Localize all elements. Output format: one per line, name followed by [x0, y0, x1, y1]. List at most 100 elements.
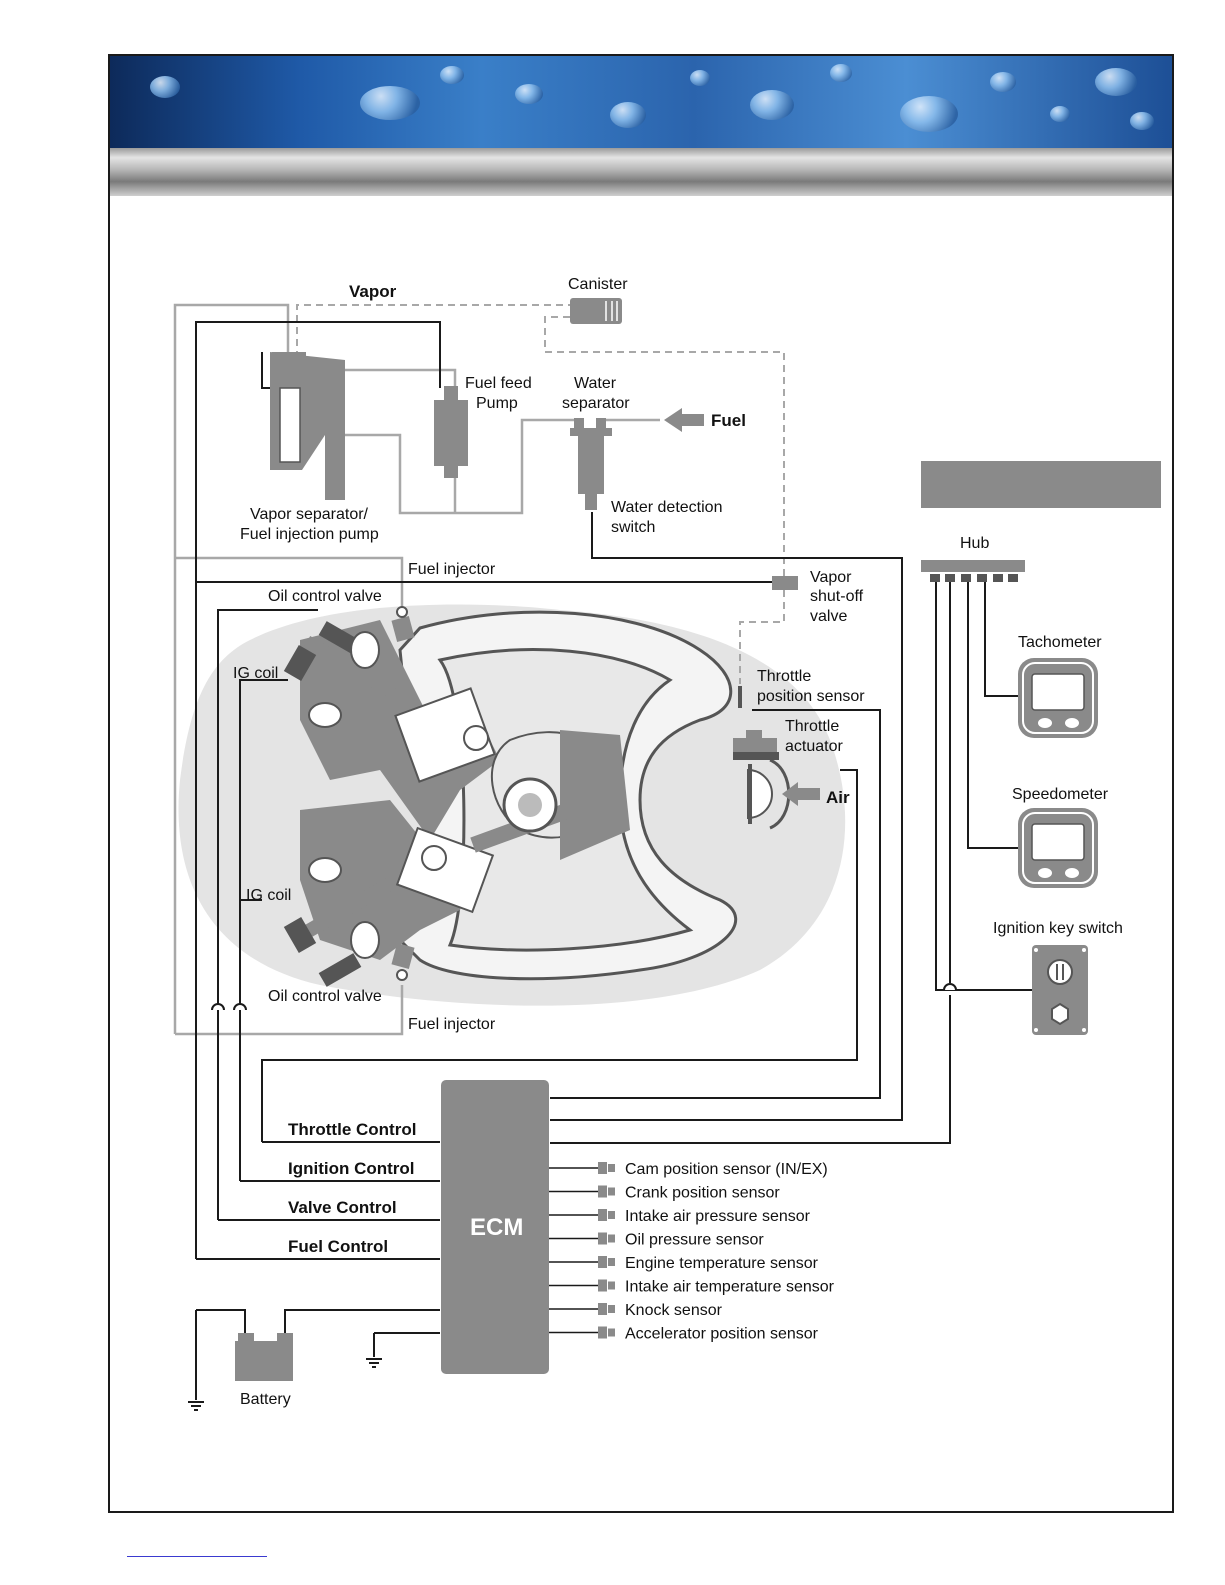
sensor-connector-icon	[608, 1164, 615, 1172]
water-drop	[150, 76, 180, 98]
sensor-row: Cam position sensor (IN/EX)	[549, 1161, 828, 1178]
vapor-shutoff-valve-label: shut-off	[810, 588, 864, 605]
speedometer-label: Speedometer	[1012, 786, 1109, 803]
throttle-position-sensor-label: position sensor	[757, 688, 865, 705]
hub-bar	[921, 560, 1025, 572]
ecm-box	[441, 1080, 549, 1374]
sensor-label: Accelerator position sensor	[625, 1326, 819, 1343]
vapor-shutoff-valve-icon	[772, 576, 798, 590]
wire-crossovers	[211, 983, 957, 1011]
sensor-connector-icon	[598, 1162, 607, 1174]
fuel-feed-pump-icon	[434, 386, 468, 478]
water-separator-label: separator	[562, 395, 630, 412]
sensor-connector-icon	[608, 1211, 615, 1219]
header-banner	[110, 56, 1172, 148]
air-arrow-icon	[782, 782, 820, 806]
fuel-feed-pump-label: Fuel feed	[465, 375, 532, 392]
throttle-actuator-label: actuator	[785, 738, 843, 755]
engine-cross-section-icon	[283, 606, 738, 987]
sensor-connector-icon	[598, 1326, 607, 1339]
vapor-separator-icon	[270, 352, 345, 500]
water-drop	[830, 64, 852, 82]
speedometer-icon	[1018, 808, 1098, 888]
control-wiring	[195, 321, 1032, 1400]
sensor-row: Intake air temperature sensor	[549, 1279, 835, 1296]
sensor-label: Intake air pressure sensor	[625, 1208, 811, 1225]
vapor-separator-label: Vapor separator/	[250, 506, 369, 523]
valve-control-label: Valve Control	[288, 1198, 397, 1217]
water-drop	[990, 72, 1016, 92]
water-drop	[1130, 112, 1154, 130]
vapor-label: Vapor	[349, 282, 397, 301]
sensor-label: Oil pressure sensor	[625, 1232, 764, 1249]
fuel-feed-pump-label: Pump	[476, 395, 518, 412]
fuel-control-label: Fuel Control	[288, 1237, 388, 1256]
hub-label: Hub	[960, 535, 989, 552]
battery-icon	[235, 1333, 293, 1381]
sensor-connector-icon	[608, 1234, 615, 1243]
fuel-label: Fuel	[711, 411, 746, 430]
sensor-connector-icon	[598, 1303, 607, 1315]
ignition-control-label: Ignition Control	[288, 1159, 415, 1178]
water-drop	[1050, 106, 1070, 122]
sensor-list: Cam position sensor (IN/EX) Crank positio…	[549, 1161, 835, 1343]
water-drop	[610, 102, 646, 128]
water-drop	[360, 86, 420, 120]
tachometer-icon	[1018, 658, 1098, 738]
sensor-row: Intake air pressure sensor	[549, 1208, 811, 1225]
sensor-row: Oil pressure sensor	[549, 1232, 764, 1249]
water-drop	[1095, 68, 1137, 96]
sensor-label: Crank position sensor	[625, 1185, 780, 1202]
vapor-lines	[296, 304, 785, 684]
oil-control-valve-bottom-label: Oil control valve	[268, 988, 382, 1005]
vapor-shutoff-valve-label: valve	[810, 608, 847, 625]
sensor-label: Engine temperature sensor	[625, 1255, 819, 1272]
fuel-lines	[173, 303, 660, 1036]
sensor-connector-icon	[608, 1281, 615, 1290]
sensor-row: Crank position sensor	[549, 1185, 780, 1202]
water-detection-switch-label: switch	[611, 519, 655, 536]
canister-label: Canister	[568, 276, 628, 293]
sensor-row: Knock sensor	[549, 1302, 723, 1319]
water-separator-icon	[570, 418, 612, 510]
instrument-panel-header-bar	[921, 461, 1161, 508]
sensor-label: Cam position sensor (IN/EX)	[625, 1161, 828, 1178]
ignition-key-switch-icon	[1032, 945, 1088, 1035]
ig-coil-bottom-label: IG coil	[246, 887, 291, 904]
tachometer-label: Tachometer	[1018, 634, 1102, 651]
sensor-connector-icon	[598, 1279, 607, 1292]
canister-icon	[570, 298, 622, 324]
sensor-connector-icon	[598, 1256, 607, 1268]
sensor-connector-icon	[608, 1187, 615, 1196]
oil-control-valve-top-label: Oil control valve	[268, 588, 382, 605]
sensor-row: Accelerator position sensor	[549, 1326, 819, 1343]
ecm-label: ECM	[470, 1214, 523, 1241]
throttle-position-sensor-label: Throttle	[757, 668, 811, 685]
ig-coil-top-label: IG coil	[233, 665, 278, 682]
sensor-row: Engine temperature sensor	[549, 1255, 819, 1272]
sensor-connector-icon	[608, 1258, 615, 1266]
sensor-connector-icon	[598, 1185, 607, 1198]
water-drop	[690, 70, 710, 86]
vapor-shutoff-valve-label: Vapor	[810, 569, 852, 586]
sensor-connector-icon	[608, 1328, 615, 1337]
water-separator-label: Water	[574, 375, 617, 392]
water-drop	[440, 66, 464, 84]
fuel-injector-top-label: Fuel injector	[408, 561, 496, 578]
sensor-connector-icon	[608, 1305, 615, 1313]
sensor-connector-icon	[598, 1209, 607, 1221]
ignition-key-switch-label: Ignition key switch	[993, 920, 1123, 937]
water-detection-switch-label: Water detection	[611, 499, 722, 516]
throttle-control-label: Throttle Control	[288, 1120, 416, 1139]
water-drop	[900, 96, 958, 132]
fuel-injector-bottom-label: Fuel injector	[408, 1016, 496, 1033]
fuel-arrow-icon	[664, 408, 704, 432]
water-drop	[515, 84, 543, 104]
sensor-label: Knock sensor	[625, 1302, 723, 1319]
air-label: Air	[826, 788, 850, 807]
ground-symbol-icon	[188, 1358, 382, 1411]
sensor-label: Intake air temperature sensor	[625, 1279, 835, 1296]
water-drop	[750, 90, 794, 120]
hub-connectors	[930, 574, 1018, 582]
